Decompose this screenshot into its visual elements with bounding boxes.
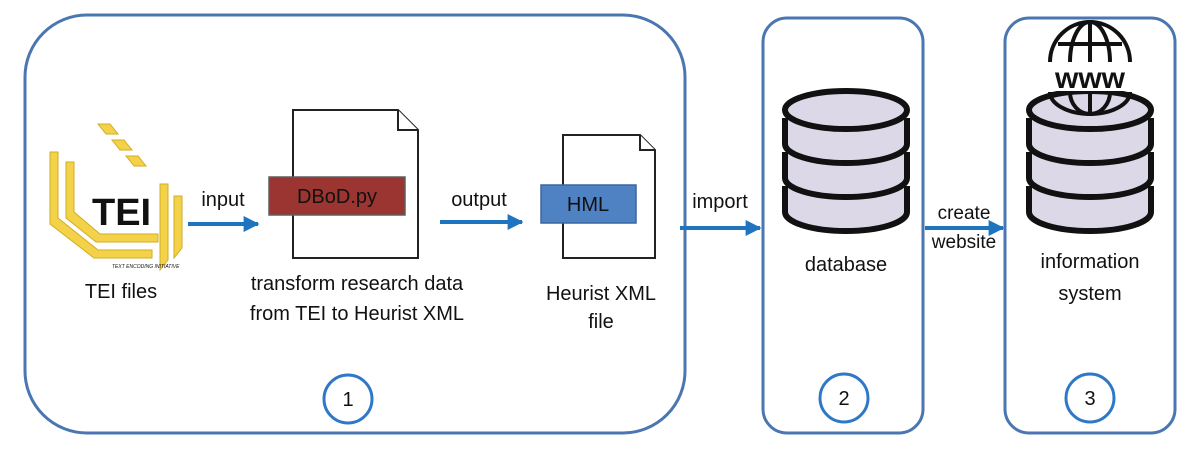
hml-caption-line1: Heurist XML [546, 283, 656, 305]
input-label: input [201, 189, 245, 211]
globe-www-icon: www [1038, 20, 1142, 116]
step-2-badge: 2 [818, 372, 870, 424]
step-1-badge: 1 [322, 373, 374, 425]
tei-files-label: TEI files [85, 281, 157, 303]
step-3-number: 3 [1084, 388, 1095, 410]
tei-logo-caption: TEXT ENCODING INITIATIVE [112, 264, 180, 270]
database-label: database [805, 254, 887, 276]
website-label: website [931, 232, 996, 253]
hml-box [540, 184, 637, 224]
tei-logo-icon: TEI TEXT ENCODING INITIATIVE [49, 123, 183, 272]
script-caption-line2: from TEI to Heurist XML [250, 303, 464, 325]
output-label: output [451, 189, 507, 211]
information-system-label-line1: information [1041, 251, 1140, 273]
script-caption-line1: transform research data [251, 273, 464, 295]
information-system-label-line2: system [1058, 283, 1121, 305]
step-2-number: 2 [838, 388, 849, 410]
hml-caption-line2: file [588, 311, 614, 333]
import-label: import [692, 191, 748, 213]
globe-www-text: www [1054, 62, 1126, 95]
create-label: create [938, 203, 991, 224]
step-3-badge: 3 [1064, 372, 1116, 424]
step-1-number: 1 [342, 389, 353, 411]
database-icon [782, 88, 910, 234]
hml-name: HML [567, 194, 609, 216]
script-box [268, 176, 406, 216]
script-name: DBoD.py [297, 186, 377, 208]
tei-logo-text: TEI [92, 192, 151, 234]
